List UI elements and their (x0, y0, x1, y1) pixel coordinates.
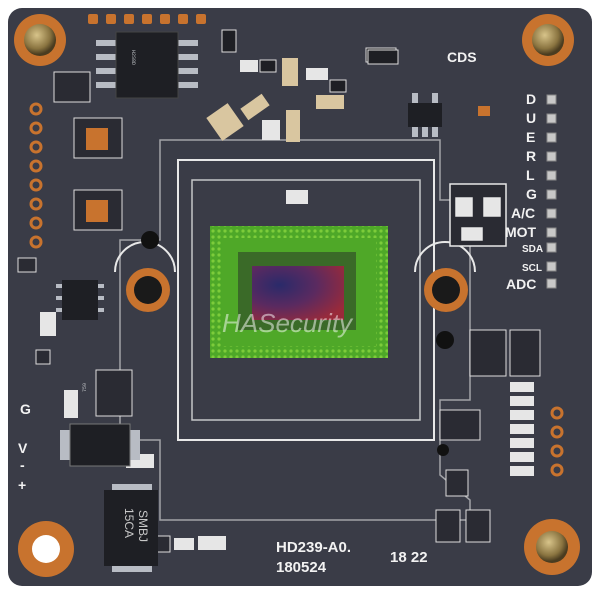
transistor (408, 93, 490, 137)
board-code-label: 18 22 (390, 549, 428, 566)
top-header-pins (88, 14, 206, 24)
ic-marking: H2S8D (130, 50, 136, 65)
small-ic-marking: 750 (82, 383, 88, 392)
right-signal-pads (546, 94, 557, 289)
label-adc: ADC (506, 276, 536, 292)
label-v: V (18, 440, 28, 456)
board-date-label: 180524 (276, 559, 327, 576)
right-pad-block (449, 183, 507, 247)
ic-chip-top: H2S8D (96, 31, 198, 99)
label-scl: SCL (522, 263, 542, 274)
label-e: E (526, 129, 535, 145)
right-copper-pins (550, 406, 564, 477)
cds-label: CDS (447, 49, 477, 65)
diode-marking-line2: 15CA (122, 508, 136, 538)
label-g-right: G (526, 186, 537, 202)
mounting-bolt-bottom-right (524, 519, 580, 575)
label-sda: SDA (522, 244, 543, 255)
mounting-bolt-top-right (522, 14, 574, 66)
left-small-ic (56, 280, 104, 320)
label-plus: + (18, 477, 26, 493)
label-ac: A/C (511, 205, 535, 221)
left-header-pins (29, 102, 43, 249)
via-hole (436, 331, 454, 349)
board-model-label: HD239-A0. (276, 539, 351, 556)
label-mot: MOT (505, 224, 537, 240)
smd-components (17, 29, 399, 553)
label-r: R (526, 148, 536, 164)
label-l: L (526, 167, 535, 183)
label-d: D (526, 91, 536, 107)
tvs-diode: SMBJ 15CA (104, 484, 158, 572)
watermark: HASecurity (222, 308, 354, 338)
right-ic-block (435, 329, 541, 543)
label-u: U (526, 110, 536, 126)
inductor-component (60, 423, 140, 467)
label-g-left: G (20, 401, 31, 417)
diode-marking-line1: SMBJ (136, 510, 150, 542)
image-sensor (210, 226, 388, 358)
mounting-hole-bottom-left (18, 521, 74, 577)
mounting-bolt-top-left (14, 14, 66, 66)
via-hole (437, 444, 449, 456)
lens-mount-hole-right (424, 268, 468, 312)
via-hole (141, 231, 159, 249)
lens-mount-hole-left (126, 268, 170, 312)
label-minus: - (20, 457, 25, 473)
